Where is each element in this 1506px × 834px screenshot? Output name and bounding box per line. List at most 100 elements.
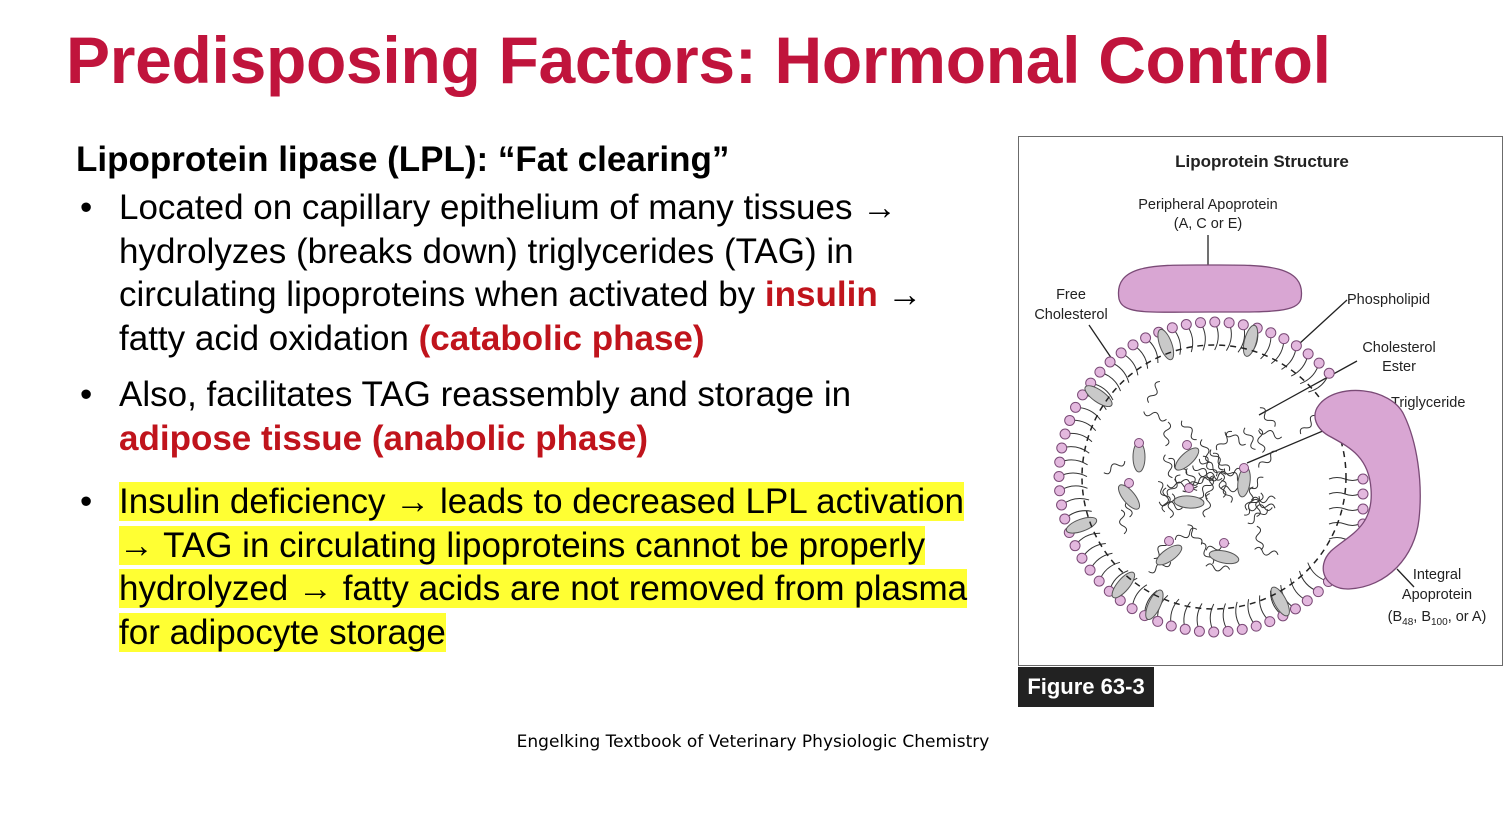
triglyceride-tail <box>1161 487 1169 513</box>
ester-head <box>1239 463 1249 473</box>
triglyceride-tail <box>1190 476 1215 486</box>
phospholipid-head <box>1264 616 1276 628</box>
bullet-list: • Located on capillary epithelium of man… <box>76 186 976 654</box>
triglyceride-tail <box>1167 493 1176 519</box>
bullet-glyph: • <box>80 482 93 521</box>
label-ester-2: Ester <box>1382 359 1416 375</box>
bullet-item-3: • Insulin deficiency → leads to decrease… <box>76 480 976 654</box>
triglyceride-tail <box>1103 461 1126 475</box>
triglyceride-tail <box>1244 495 1260 516</box>
lipoprotein-diagram: Lipoprotein Structure Peripheral Apoprot… <box>1034 152 1487 638</box>
bullet-item-1: • Located on capillary epithelium of man… <box>76 186 976 360</box>
free-cholesterol <box>1065 516 1098 534</box>
phospholipid-head <box>1250 620 1262 632</box>
label-peripheral-1: Peripheral Apoprotein <box>1138 197 1277 213</box>
ester-head <box>1134 438 1144 448</box>
triglyceride-tail <box>1255 525 1264 551</box>
slide-body: Lipoprotein lipase (LPL): “Fat clearing”… <box>76 140 976 667</box>
triglyceride-tail <box>1257 428 1266 453</box>
phospholipid-tail <box>1328 507 1360 511</box>
peripheral-apoprotein-shape <box>1117 264 1303 313</box>
triglyceride-tail <box>1187 524 1203 545</box>
triglyceride-tail <box>1158 480 1171 504</box>
phospholipid-head <box>1357 473 1369 485</box>
phospholipid-head <box>1126 603 1138 615</box>
bullet-item-2: • Also, facilitates TAG reassembly and s… <box>76 373 976 460</box>
triglyceride-tail <box>1198 478 1214 499</box>
phospholipid-head <box>1056 499 1068 511</box>
bullet2-text-a: Also, facilitates TAG reassembly and sto… <box>119 375 852 414</box>
phospholipid-head <box>1301 595 1313 607</box>
triglyceride-tail <box>1247 509 1268 525</box>
triglyceride-tail <box>1198 458 1220 473</box>
label-free-1: Free <box>1056 287 1086 303</box>
triglyceride-tail <box>1224 431 1246 446</box>
phospholipid-head <box>1357 503 1369 515</box>
triglyceride-tail <box>1202 493 1211 518</box>
phospholipid-head <box>1104 356 1116 368</box>
phospholipid-head <box>1223 317 1235 329</box>
integral-apoprotein-shape <box>1314 389 1421 590</box>
triglyceride-tail <box>1192 465 1214 479</box>
label-integral-3: (B48, B100, or A) <box>1388 609 1487 628</box>
phospholipid-head <box>1323 367 1335 379</box>
bullet1-insulin: insulin <box>764 275 878 314</box>
phospholipid-head <box>1208 626 1220 638</box>
phospholipid-head <box>1290 340 1302 352</box>
ester-head <box>1182 440 1192 450</box>
slide-title: Predisposing Factors: Hormonal Control <box>66 23 1331 97</box>
triglyceride-tail <box>1119 509 1128 535</box>
triglyceride-tail <box>1163 454 1173 479</box>
phospholipid-tail <box>1328 522 1360 526</box>
phospholipid-head <box>1209 316 1221 328</box>
phospholipid-head <box>1222 625 1234 637</box>
citation: Engelking Textbook of Veterinary Physiol… <box>516 732 990 752</box>
triglyceride-tail <box>1202 472 1227 482</box>
phospholipid-head <box>1194 317 1206 329</box>
phospholipid-head <box>1059 513 1071 525</box>
phospholipid-head <box>1056 442 1068 454</box>
cholesterol-ester <box>1155 544 1183 566</box>
phospholipid-head <box>1054 485 1066 497</box>
phospholipid-head <box>1289 603 1301 615</box>
phospholipid-head <box>1059 428 1071 440</box>
phospholipid-head <box>1180 318 1192 330</box>
label-phospholipid: Phospholipid <box>1347 292 1430 308</box>
cholesterol-ester <box>1173 495 1205 509</box>
bullet1-text-b: → fatty acid oxidation <box>119 275 923 358</box>
label-triglyceride: Triglyceride <box>1391 395 1465 411</box>
phospholipid-head <box>1069 540 1081 552</box>
cholesterol-ester <box>1174 447 1200 471</box>
triglyceride-tail <box>1258 430 1283 440</box>
subheading: Lipoprotein lipase (LPL): “Fat clearing” <box>76 140 730 179</box>
phospholipid-head <box>1076 552 1088 564</box>
triglyceride-tail <box>1254 546 1279 556</box>
phospholipid-head <box>1237 319 1249 331</box>
figure-title: Lipoprotein Structure <box>1175 152 1349 171</box>
phospholipid-tail <box>1328 477 1360 481</box>
phospholipid-head <box>1115 347 1127 359</box>
ester-head <box>1219 538 1229 548</box>
phospholipid-head <box>1166 322 1178 334</box>
ester-head <box>1184 483 1194 493</box>
triglyceride-tail <box>1199 439 1211 463</box>
bullet1-catabolic: (catabolic phase) <box>418 318 705 358</box>
label-integral-1: Integral <box>1413 567 1461 583</box>
bullet-glyph: • <box>80 188 93 227</box>
label-integral-2: Apoprotein <box>1402 587 1472 603</box>
phospholipid-head <box>1093 575 1105 587</box>
triglyceride-tail <box>1250 495 1276 504</box>
phospholipid-head <box>1165 620 1177 632</box>
triglyceride-tail <box>1174 527 1198 541</box>
triglyceride-tail <box>1299 414 1316 435</box>
phospholipid-head <box>1070 401 1082 413</box>
cholesterol-ester <box>1208 549 1240 565</box>
cholesterol-ester <box>1117 484 1141 510</box>
ester-head <box>1164 536 1174 546</box>
phospholipid-head <box>1265 327 1277 339</box>
label-ester-1: Cholesterol <box>1362 340 1435 356</box>
core-boundary-dashed <box>1081 344 1347 610</box>
lipoprotein-figure: Lipoprotein Structure Peripheral Apoprot… <box>1018 136 1503 666</box>
triglyceride-tail <box>1202 455 1218 477</box>
triglyceride-tail <box>1258 450 1277 468</box>
